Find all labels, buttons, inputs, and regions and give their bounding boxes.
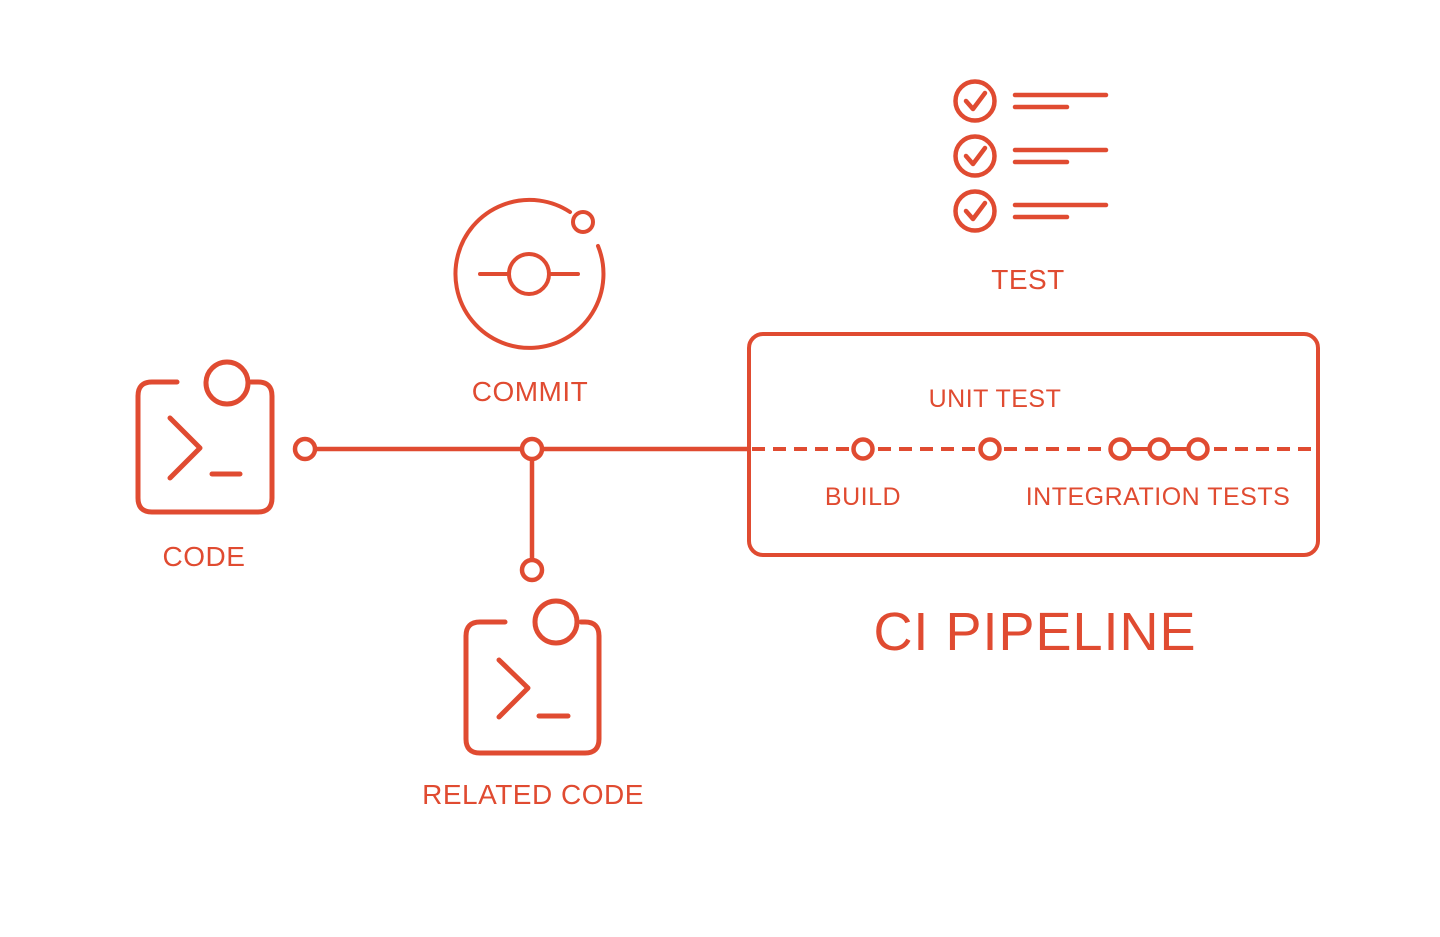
- git-commit-icon: [453, 197, 606, 350]
- pipeline-box: [747, 332, 1320, 557]
- unit-test-node: [978, 437, 1002, 461]
- related-code-node: [519, 557, 545, 583]
- integration-node-1: [1108, 437, 1132, 461]
- connector-nodes: [292, 436, 545, 583]
- integration-node-3: [1186, 437, 1210, 461]
- related-code-terminal-icon: [463, 598, 602, 756]
- test-label: TEST: [991, 264, 1065, 295]
- checklist-row-1: [953, 79, 1109, 123]
- commit-label: COMMIT: [471, 376, 589, 407]
- code-output-node: [292, 436, 318, 462]
- checklist-row-3: [953, 189, 1109, 233]
- build-label: BUILD: [824, 483, 902, 511]
- related-code-label: RELATED CODE: [422, 779, 644, 810]
- diagram-title: CI PIPELINE: [873, 602, 1197, 662]
- build-node: [851, 437, 875, 461]
- checklist-row-2: [953, 134, 1109, 178]
- test-checklist-icon: [953, 79, 1109, 233]
- integration-tests-label: INTEGRATION TESTS: [1025, 483, 1291, 511]
- commit-junction-node: [519, 436, 545, 462]
- unit-test-label: UNIT TEST: [928, 385, 1062, 413]
- stage-node-circles: [851, 437, 1210, 461]
- code-terminal-icon: [135, 359, 275, 515]
- code-label: CODE: [162, 541, 246, 572]
- integration-node-2: [1147, 437, 1171, 461]
